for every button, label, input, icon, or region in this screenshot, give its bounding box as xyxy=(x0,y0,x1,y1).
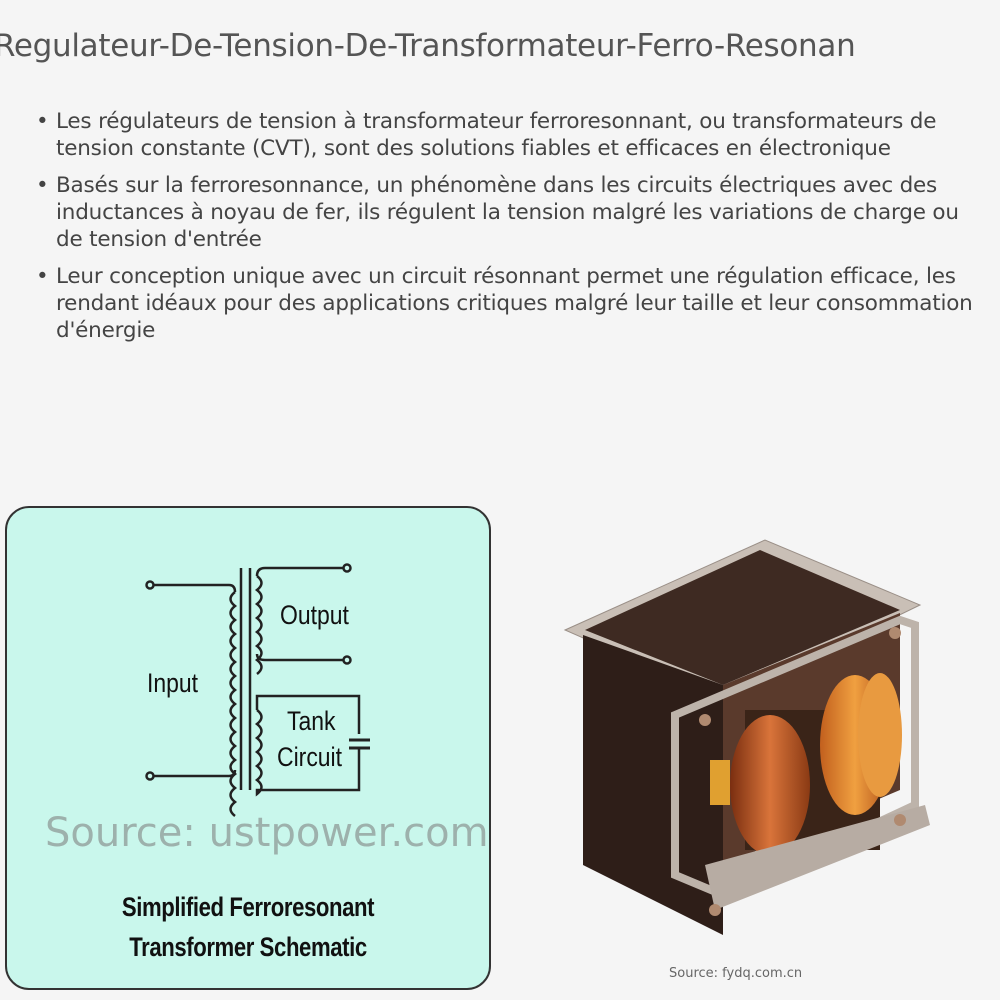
schematic-caption-line2: Transformer Schematic xyxy=(129,932,367,962)
photo-source: Source: fydq.com.cn xyxy=(669,966,803,981)
circuit-label: Circuit xyxy=(277,742,343,772)
bullet-list: • Les régulateurs de tension à transforma… xyxy=(36,108,976,354)
input-label: Input xyxy=(147,668,199,698)
bullet-marker: • xyxy=(36,264,49,289)
bullet-text: Les régulateurs de tension à transformat… xyxy=(56,109,937,161)
schematic-caption-line1: Simplified Ferroresonant xyxy=(121,892,375,922)
watermark: Source: ustpower.com xyxy=(45,810,489,856)
bullet-marker: • xyxy=(36,173,49,198)
bullet-item: • Basés sur la ferroresonnance, un phénom… xyxy=(36,172,976,253)
transformer-schematic-diagram xyxy=(145,563,370,817)
bullet-text: Basés sur la ferroresonnance, un phénomè… xyxy=(56,173,959,252)
bullet-text: Leur conception unique avec un circuit r… xyxy=(56,264,973,343)
bullet-marker: • xyxy=(36,109,49,134)
transformer-photo xyxy=(563,539,930,935)
tank-label: Tank xyxy=(287,706,336,736)
schematic-image: Input Output Tank Circuit Simplified Fer… xyxy=(5,506,491,990)
output-label: Output xyxy=(280,600,349,630)
bullet-item: • Leur conception unique avec un circuit … xyxy=(36,263,976,344)
page-title: Regulateur-De-Tension-De-Transformateur-… xyxy=(0,28,856,64)
bullet-item: • Les régulateurs de tension à transforma… xyxy=(36,108,976,162)
